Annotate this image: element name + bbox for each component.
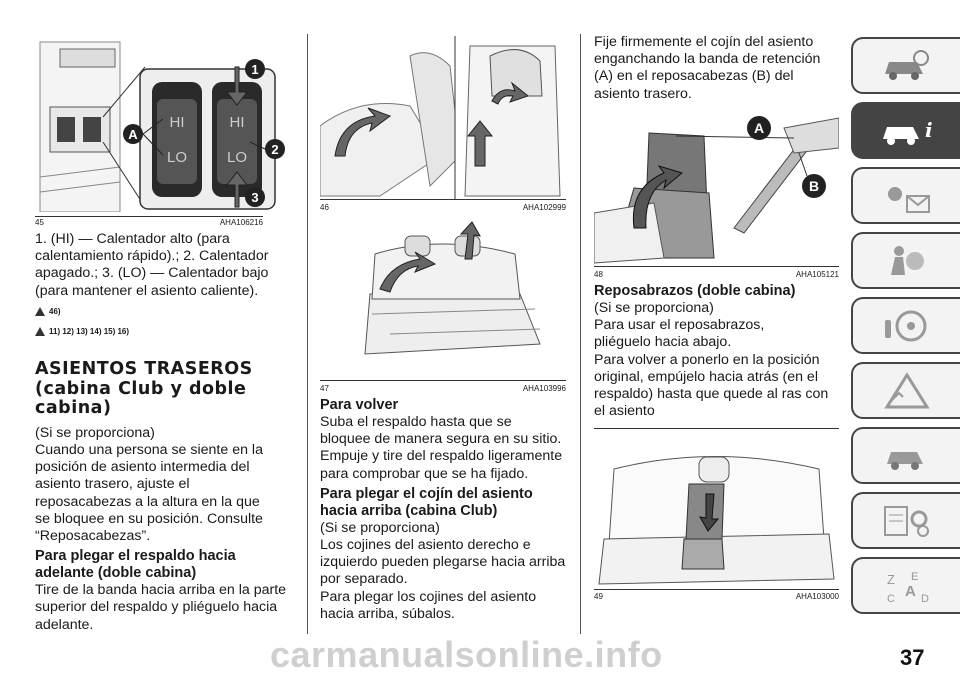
tab-hazard[interactable]	[851, 362, 960, 419]
svg-text:C: C	[887, 593, 895, 605]
svg-text:A: A	[128, 127, 138, 142]
figure-49	[594, 428, 839, 590]
hi-label-left: HI	[170, 114, 185, 131]
subsection-3-title: Para plegar el cojín del asiento hacia a…	[320, 485, 533, 519]
lo-label-right: LO	[227, 149, 247, 166]
callout-3	[245, 187, 265, 207]
figure-49-caption: 49 AHA103000	[594, 592, 839, 601]
column-1-text: 1. (HI) — Calentador alto (para calentam…	[35, 231, 295, 634]
figure-47-caption: 47 AHA103996	[320, 384, 566, 393]
tab-car-info[interactable]: i	[851, 102, 960, 159]
armrest-illustration	[598, 456, 835, 585]
column-divider-1	[307, 34, 308, 634]
figure-48: A B	[594, 108, 839, 267]
column-divider-2	[580, 34, 581, 634]
warning-ref-2: 11) 12) 13) 14) 15) 16)	[35, 323, 295, 340]
section-note: (Si se proporciona)	[35, 424, 155, 441]
callout-b	[802, 174, 826, 198]
svg-text:2: 2	[271, 142, 278, 157]
figure-47-code: AHA103996	[522, 384, 566, 393]
hazard-triangle-icon	[883, 371, 930, 408]
column-2-text: Para volver Suba el respaldo hasta que s…	[320, 397, 566, 623]
callout-a	[747, 116, 771, 140]
figure-45-code: AHA106216	[219, 218, 263, 227]
tab-car-search[interactable]	[851, 37, 960, 94]
steering-icon	[884, 310, 926, 341]
seatback-fold-illustration	[320, 36, 566, 199]
page-number: 37	[900, 645, 925, 670]
subsection-2-paragraph-1: Suba el respaldo hasta que se bloquee de…	[320, 414, 562, 448]
airbag-icon	[890, 245, 924, 275]
rear-seat-illustration	[364, 221, 541, 355]
figure-47-number: 47	[320, 384, 329, 393]
warning-triangle-icon	[35, 327, 45, 337]
figure-48-number: 48	[594, 270, 603, 279]
figure-45-description: 1. (HI) — Calentador alto (para calentam…	[35, 231, 269, 299]
svg-text:3: 3	[251, 190, 258, 205]
subsection-4-note: (Si se proporciona)	[594, 300, 714, 316]
seat-heater-switch-illustration: HI LO HI LO 1 2 3 A	[35, 37, 295, 212]
svg-text:E: E	[911, 571, 918, 583]
svg-text:A: A	[905, 583, 916, 600]
watermark: carmanualsonline.info	[270, 634, 663, 675]
subsection-2-title: Para volver	[320, 397, 399, 413]
svg-text:A: A	[754, 120, 764, 136]
subsection-2-paragraph-2: Empuje y tire del respaldo ligeramente p…	[320, 448, 563, 482]
subsection-4-title: Reposabrazos (doble cabina)	[594, 283, 796, 299]
callout-2	[265, 139, 285, 159]
column-3-text: Reposabrazos (doble cabina) (Si se propo…	[594, 283, 839, 420]
column-3-top-text: Fije firmemente el cojín del asiento eng…	[594, 34, 839, 103]
figure-47	[320, 214, 566, 381]
alphabet-index-icon: Z EAC D	[887, 571, 929, 605]
callout-1	[245, 59, 265, 79]
figure-48-caption: 48 AHA105121	[594, 270, 839, 279]
svg-text:i: i	[925, 118, 933, 142]
svg-text:1: 1	[251, 62, 258, 77]
figure-48-code: AHA105121	[795, 270, 839, 279]
figure-49-number: 49	[594, 592, 603, 601]
figure-46-caption: 46 AHA102999	[320, 203, 566, 212]
lo-label-left: LO	[167, 149, 187, 166]
tab-car-service[interactable]	[851, 427, 960, 484]
car-info-icon: i	[882, 118, 933, 145]
warning-triangle-icon	[35, 306, 45, 316]
tab-settings-list[interactable]	[851, 492, 960, 549]
svg-text:B: B	[809, 178, 819, 194]
subsection-3-paragraph-2: Para plegar los cojines del asiento haci…	[320, 588, 537, 622]
warning-lights-icon	[887, 186, 930, 213]
tab-airbag[interactable]	[851, 232, 960, 289]
warning-ref-1: 46)	[35, 303, 295, 320]
figure-46	[320, 36, 566, 200]
subsection-3-note: (Si se proporciona)	[320, 519, 440, 536]
figure-45-caption: 45 AHA106216	[35, 216, 263, 227]
svg-text:D: D	[921, 593, 929, 605]
section-title: ASIENTOS TRASEROS (cabina Club y doble c…	[35, 359, 253, 419]
tab-warning-lights[interactable]	[851, 167, 960, 224]
figure-49-code: AHA103000	[795, 592, 839, 601]
tab-steering[interactable]	[851, 297, 960, 354]
callout-a	[123, 124, 143, 144]
subsection-1-paragraph: Tire de la banda hacia arriba en la part…	[35, 582, 287, 633]
hi-label-right: HI	[230, 114, 245, 131]
subsection-1-title: Para plegar el respaldo hacia adelante (…	[35, 548, 236, 582]
svg-text:Z: Z	[887, 572, 895, 587]
paragraph-top: Fije firmemente el cojín del asiento eng…	[594, 34, 821, 102]
car-search-icon	[884, 49, 929, 80]
subsection-3-paragraph-1: Los cojines del asiento derecho e izquie…	[320, 537, 566, 588]
section-paragraph: Cuando una persona se siente en la posic…	[35, 441, 263, 544]
seat-cushion-fold-illustration: A B	[594, 116, 839, 264]
figure-45: HI LO HI LO 1 2 3 A	[35, 37, 295, 212]
figure-45-number: 45	[35, 218, 44, 227]
subsection-4-paragraph-2: Para volver a ponerlo en la posición ori…	[594, 351, 829, 420]
figure-46-code: AHA102999	[522, 203, 566, 212]
figure-46-number: 46	[320, 203, 329, 212]
subsection-4-paragraph-1: Para usar el reposabrazos, pliéguelo hac…	[594, 317, 765, 351]
settings-list-icon	[883, 505, 929, 537]
car-service-icon	[886, 451, 923, 470]
